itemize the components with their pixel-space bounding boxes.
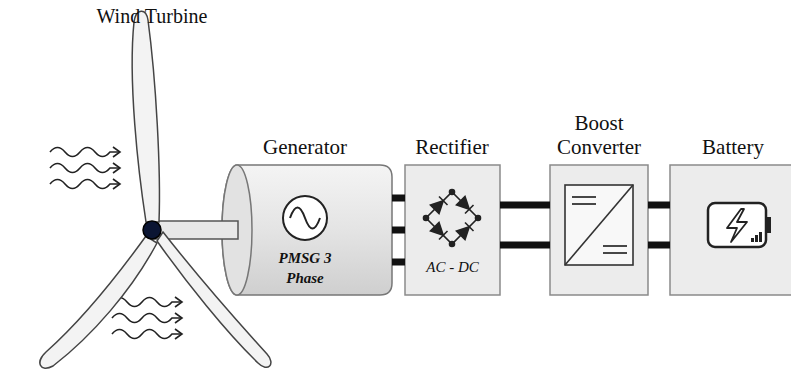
cable-wire: [648, 202, 670, 209]
turbine-blades: [40, 11, 271, 368]
rectifier-node: RectifierAC - DC: [405, 165, 500, 295]
part-label: Wind Turbine: [62, 4, 242, 28]
rectifier-box: [405, 165, 500, 295]
power-cable: [500, 205, 550, 245]
block-heading: Rectifier: [387, 135, 517, 159]
cable-wire: [648, 242, 670, 249]
power-cable: [392, 198, 405, 262]
generator-cylinder: [222, 165, 392, 295]
cable-wire: [392, 259, 405, 266]
block-heading: Generator: [225, 135, 385, 159]
battery-box: [670, 165, 791, 295]
generator-node: GeneratorPMSG 3 Phase: [222, 165, 392, 295]
power-cable: [648, 205, 670, 245]
converter-node: Boost Converter: [550, 165, 648, 295]
turbine-hub: [143, 221, 161, 239]
block-heading: Boost Converter: [543, 111, 655, 159]
cable-wire: [500, 202, 550, 209]
cable-wire: [392, 195, 405, 202]
block-caption: AC - DC: [405, 258, 500, 278]
cable-wire: [500, 242, 550, 249]
cable-wire: [392, 227, 405, 234]
converter-box: [550, 165, 648, 295]
block-heading: Battery: [673, 135, 791, 159]
battery-node: Battery: [670, 165, 791, 295]
block-caption: PMSG 3 Phase: [268, 249, 342, 288]
